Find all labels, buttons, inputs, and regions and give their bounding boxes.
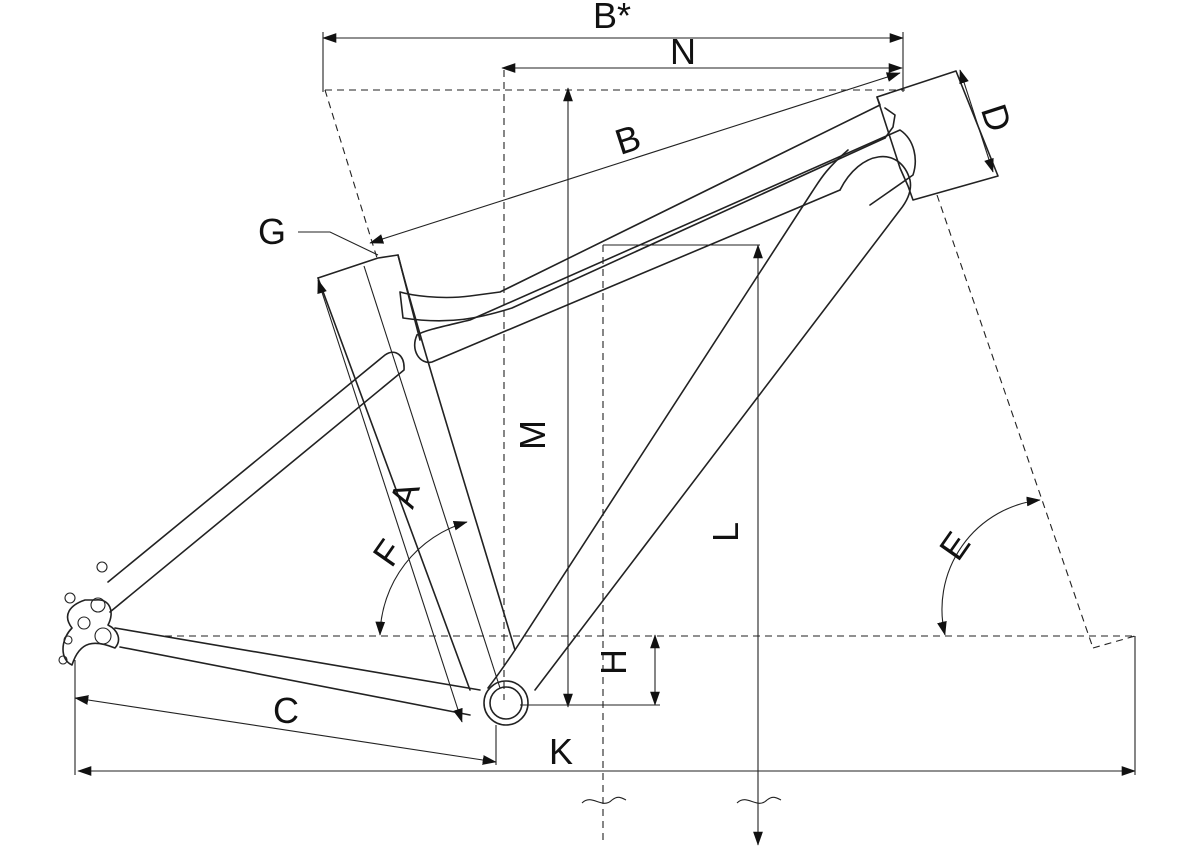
seat-tube-extension-line <box>324 89 378 259</box>
fork-axle-dash <box>1092 635 1136 649</box>
label-a: A <box>381 477 427 513</box>
label-k: K <box>549 731 573 772</box>
head-tube-axis-extension <box>936 194 1094 649</box>
top-tube-gusset <box>413 189 841 364</box>
b-dimension-line <box>369 72 901 244</box>
top-tube-lower-edge <box>416 129 916 336</box>
down-tube-right-edge <box>534 155 912 691</box>
label-d: D <box>973 99 1020 136</box>
top-tube <box>399 96 886 322</box>
label-n: N <box>670 31 696 72</box>
label-f: F <box>364 532 410 574</box>
break-mark-left <box>581 796 627 804</box>
reference-lines <box>165 70 1136 845</box>
bottom-bracket-inner <box>489 686 523 720</box>
head-tube <box>876 70 999 201</box>
seat-tube-front-edge <box>397 254 516 651</box>
rear-dropout <box>58 561 120 666</box>
e-angle-arc <box>937 496 1041 636</box>
f-angle-arc <box>375 520 468 636</box>
down-tube-left-edge <box>487 149 849 689</box>
dimensions <box>74 32 1136 846</box>
label-g: G <box>258 211 286 252</box>
label-m: M <box>512 420 553 450</box>
label-c: C <box>273 690 299 731</box>
label-h: H <box>593 649 634 675</box>
g-leader-line <box>298 231 379 256</box>
a-dimension-line <box>317 279 463 723</box>
label-l: L <box>705 522 746 542</box>
label-e: E <box>931 524 978 567</box>
frame <box>58 70 999 726</box>
c-dimension-line <box>74 695 497 765</box>
d-dimension-line <box>959 69 994 173</box>
break-mark-right <box>736 796 782 804</box>
dimension-labels: B* N B D G M A F L E H C K <box>258 0 1020 772</box>
label-b: B <box>610 116 646 162</box>
label-b-star: B* <box>593 0 631 36</box>
